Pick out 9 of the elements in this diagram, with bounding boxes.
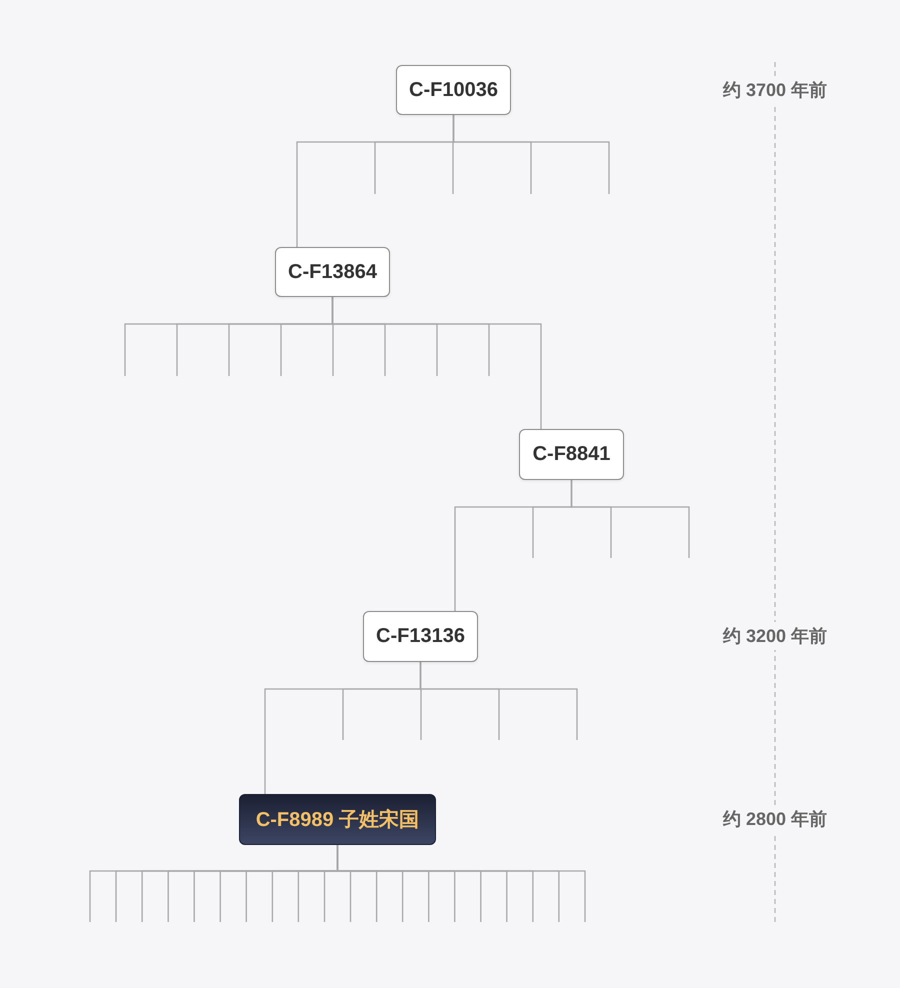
haplogroup-box: C-F13864 — [275, 247, 390, 297]
tree-line — [452, 115, 610, 194]
haplogroup-box: C-F10036 — [396, 65, 511, 115]
tree-line — [332, 297, 542, 429]
highlighted-haplogroup-box: C-F8989 子姓宋国 — [239, 794, 436, 845]
tree-line — [420, 662, 578, 740]
haplogroup-box: C-F13136 — [363, 611, 478, 662]
tree-line — [570, 480, 690, 558]
haplogroup-box: C-F8841 — [519, 429, 624, 480]
